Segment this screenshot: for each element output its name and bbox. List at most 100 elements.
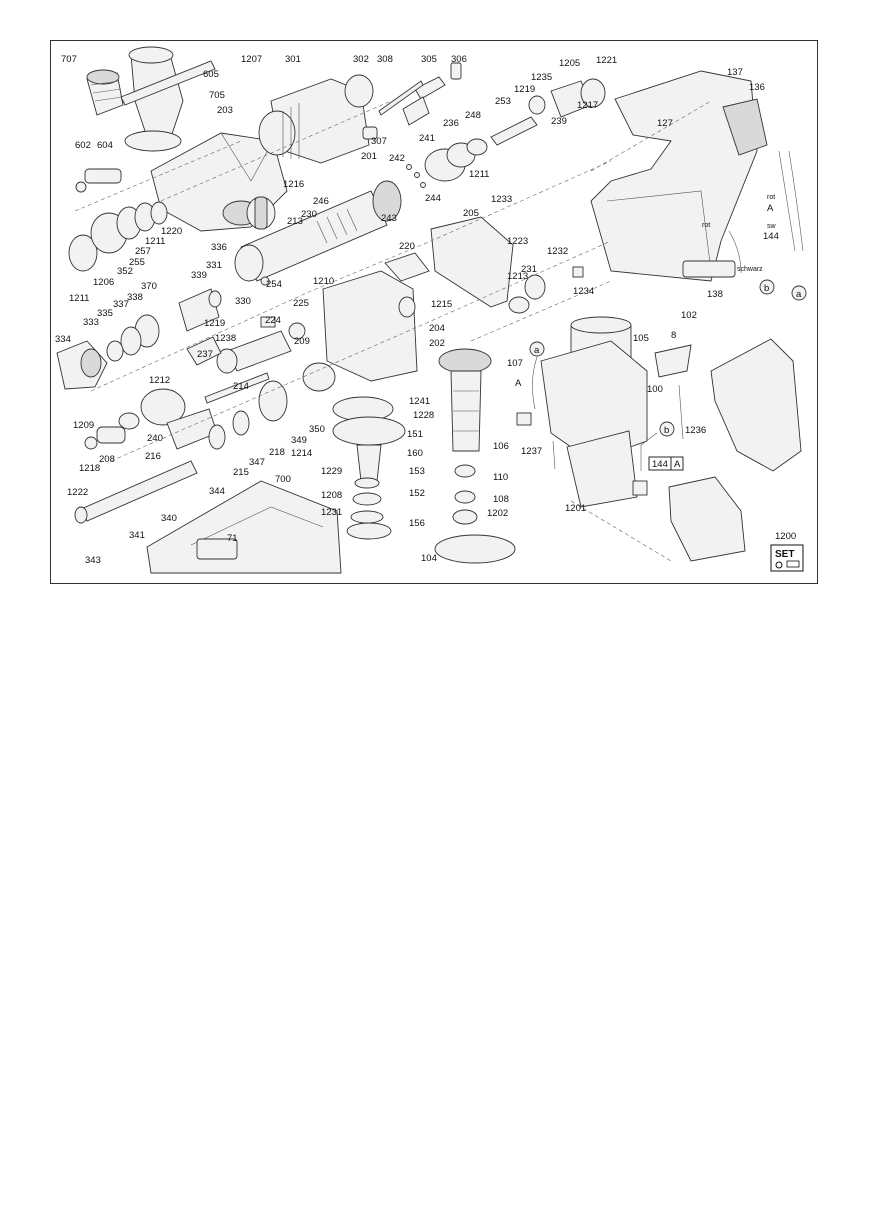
part-label-p705: 705 — [209, 90, 225, 101]
part-label-p1215: 1215 — [431, 299, 452, 310]
part-label-p336: 336 — [211, 242, 227, 253]
part-label-p1235: 1235 — [531, 72, 552, 83]
connector-letter-a1: a — [796, 289, 802, 300]
set-badge-box — [770, 544, 804, 572]
connector-b-mid — [659, 421, 675, 437]
chuck-707 — [86, 69, 124, 116]
wire-label-a-mid: A — [515, 378, 522, 389]
connector-letter-b1: b — [764, 283, 769, 294]
bearing-group-1205 — [528, 78, 606, 118]
part-label-p1211c: 1211 — [69, 293, 89, 304]
cover-205 — [430, 216, 514, 308]
part-label-p1236: 1236 — [685, 425, 706, 436]
part-label-p1221: 1221 — [596, 55, 617, 66]
part-label-p138: 138 — [707, 289, 723, 300]
part-label-p352: 352 — [117, 266, 133, 277]
part-label-p305: 305 — [421, 54, 437, 65]
part-label-p1232: 1232 — [547, 246, 568, 257]
part-label-p707: 707 — [61, 54, 77, 65]
part-label-p1223: 1223 — [507, 236, 528, 247]
part-label-p253: 253 — [495, 96, 511, 107]
diagram-canvas: 7076057052036026041207301302308305306120… — [55, 46, 807, 574]
part-label-p335: 335 — [97, 308, 113, 319]
part-label-p248: 248 — [465, 110, 481, 121]
part-label-p203: 203 — [217, 105, 233, 116]
part-label-p1233: 1233 — [491, 194, 512, 205]
part-label-p218: 218 — [269, 447, 285, 458]
connector-letter-b2: b — [664, 425, 669, 436]
part-label-p205: 205 — [463, 208, 479, 219]
part-label-p241: 241 — [419, 133, 435, 144]
part-label-p333: 333 — [83, 317, 99, 328]
part-label-p71: 71 — [227, 533, 238, 544]
part-label-p1211b: 1211 — [145, 236, 165, 247]
part-label-p1209: 1209 — [73, 420, 94, 431]
part-label-p231: 231 — [521, 264, 537, 275]
part-label-p1234: 1234 — [573, 286, 594, 297]
part-label-p1231: 1231 — [321, 507, 342, 518]
mode-knob-213 — [246, 196, 276, 230]
part-label-p156: 156 — [409, 518, 425, 529]
bracket-220 — [384, 252, 430, 282]
wiring — [728, 150, 804, 274]
part-label-p254: 254 — [266, 279, 282, 290]
part-label-p1220: 1220 — [161, 226, 182, 237]
part-label-p1207: 1207 — [241, 54, 262, 65]
part-label-p246: 246 — [313, 196, 329, 207]
part-label-p1222: 1222 — [67, 487, 88, 498]
part-label-p108: 108 — [493, 494, 509, 505]
bevel-group-240 — [140, 336, 270, 426]
part-label-p1216: 1216 — [283, 179, 304, 190]
gear-stack-151 — [332, 396, 406, 540]
part-label-p1212: 1212 — [149, 375, 170, 386]
part-label-p339: 339 — [191, 270, 207, 281]
part-label-p102: 102 — [681, 310, 697, 321]
part-label-p242: 242 — [389, 153, 405, 164]
part-label-p1228: 1228 — [413, 410, 434, 421]
bearing-1209 — [84, 412, 140, 450]
part-label-p215: 215 — [233, 467, 249, 478]
part-label-p1218: 1218 — [79, 463, 100, 474]
part-label-p350: 350 — [309, 424, 325, 435]
part-label-p341: 341 — [129, 530, 145, 541]
small-parts-305 — [362, 62, 462, 140]
part-label-p104: 104 — [421, 553, 437, 564]
part-label-p1205: 1205 — [559, 58, 580, 69]
part-label-p1238: 1238 — [215, 333, 236, 344]
spindle-341 — [74, 460, 198, 524]
part-label-p1219a: 1219 — [514, 84, 535, 95]
part-label-p347: 347 — [249, 457, 265, 468]
wire-label-boxA: A — [674, 459, 681, 470]
depth-stop-604 — [75, 168, 122, 193]
part-label-p1237: 1237 — [521, 446, 542, 457]
part-label-p105: 105 — [633, 333, 649, 344]
part-label-p204: 204 — [429, 323, 445, 334]
part-label-p602: 602 — [75, 140, 91, 151]
rear-handle-102 — [590, 70, 768, 282]
part-label-p127: 127 — [657, 118, 673, 129]
part-label-p338: 338 — [127, 292, 143, 303]
part-label-p308: 308 — [377, 54, 393, 65]
part-label-p106: 106 — [493, 441, 509, 452]
part-label-p306: 306 — [451, 54, 467, 65]
connector-b-top — [759, 279, 775, 295]
part-label-p370: 370 — [141, 281, 157, 292]
clutch-group-330 — [106, 288, 222, 362]
assembly-lines — [74, 100, 712, 562]
part-label-p337: 337 — [113, 299, 129, 310]
part-label-p1213: 1213 — [507, 271, 528, 282]
part-label-p153: 153 — [409, 466, 425, 477]
side-handle-705 — [120, 46, 216, 152]
part-label-p239: 239 — [551, 116, 567, 127]
part-label-p216: 216 — [145, 451, 161, 462]
carry-case-700 — [146, 480, 342, 574]
part-label-p107: 107 — [507, 358, 523, 369]
ring-stack-236 — [406, 116, 538, 188]
part-label-p605: 605 — [203, 69, 219, 80]
chuck-334 — [56, 340, 108, 390]
part-label-p302: 302 — [353, 54, 369, 65]
part-label-p1241: 1241 — [409, 396, 430, 407]
part-label-p1201: 1201 — [565, 503, 586, 514]
wire-label-rot-left: rot — [702, 222, 710, 229]
